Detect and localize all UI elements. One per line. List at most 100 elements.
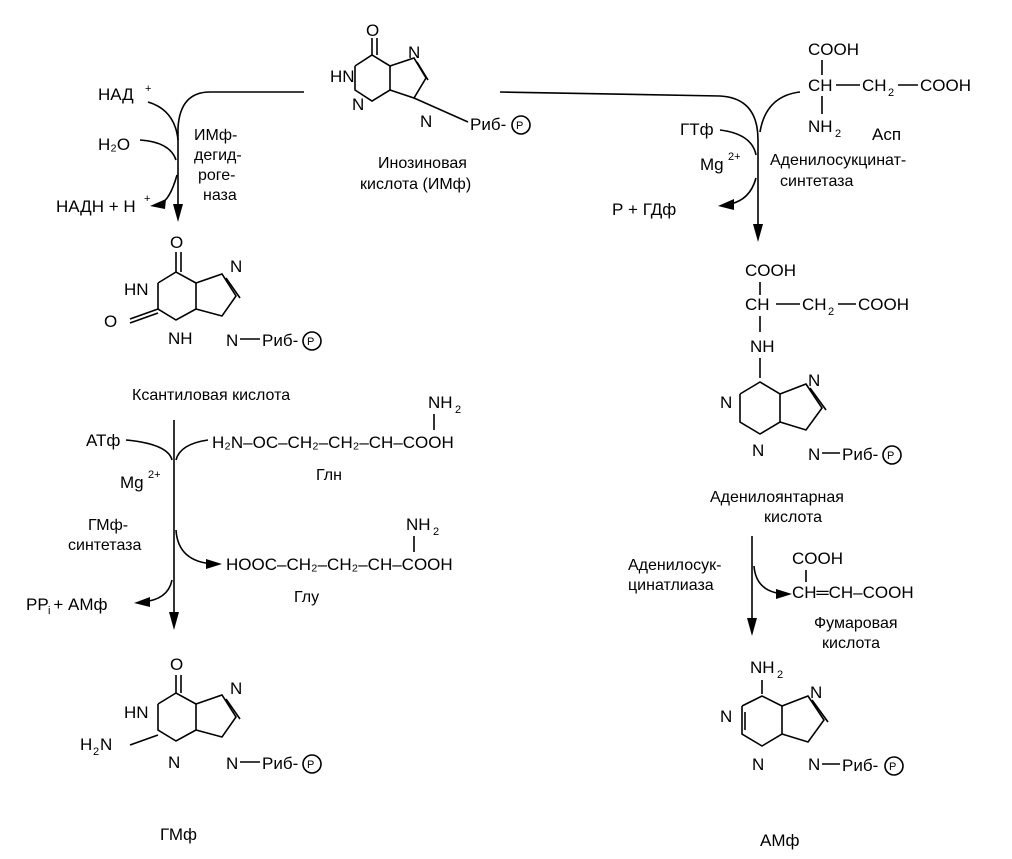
- adenylosuccinate-synthetase-2: синтетаза: [780, 173, 853, 190]
- fumarate-name-1: Фумаровая: [814, 615, 898, 632]
- imp-oxygen: O: [366, 21, 379, 40]
- imp-n3: N: [352, 95, 364, 114]
- svg-text:NH: NH: [168, 329, 193, 348]
- h2o-label: H₂O: [98, 135, 130, 154]
- svg-text:NH: NH: [808, 117, 833, 136]
- imp-hn: HN: [330, 67, 355, 86]
- adenylosuccinate-lyase-1: Аденилосук-: [628, 557, 721, 574]
- fumarate-name-2: кислота: [822, 635, 880, 652]
- gmp-synthetase-1: ГМф-: [88, 517, 128, 534]
- ppi-amp-label: РР + АМф: [26, 595, 108, 614]
- adenylosuccinate-name-1: Аденилоянтарная: [710, 489, 844, 506]
- imp-rib: Риб-: [470, 115, 506, 134]
- imp-n9: N: [420, 112, 432, 131]
- adenylosuccinate-synthetase-1: Аденилосукцинат-: [770, 152, 906, 169]
- glu-label: Глу: [294, 589, 319, 606]
- svg-text:2+: 2+: [728, 151, 741, 163]
- imp-dehydrogenase-2: дегид-: [194, 147, 242, 164]
- imp-name-1: Инозиновая: [378, 155, 467, 172]
- svg-text:2: 2: [888, 87, 894, 99]
- glutamate-structure: NH 2 HOOC–CH₂–CH₂–CH–COOH Глу: [226, 515, 453, 606]
- imp-structure: O HN N N N Риб- Р Инозиновая кислота (ИМ…: [330, 21, 531, 193]
- imp-to-xmp-arrow: [177, 91, 304, 212]
- svg-text:CH: CH: [862, 76, 887, 95]
- phosphate-icon: [511, 115, 531, 135]
- svg-text:Риб-: Риб-: [842, 756, 878, 775]
- svg-text:Риб-: Риб-: [262, 754, 298, 773]
- phosphate-icon: [882, 445, 902, 465]
- adenylosuccinate-name-2: кислота: [764, 509, 822, 526]
- asp-label: Асп: [872, 125, 901, 144]
- svg-text:NH: NH: [750, 337, 775, 356]
- svg-text:N: N: [100, 735, 112, 754]
- svg-text:HN: HN: [124, 703, 149, 722]
- imp-n7: N: [408, 43, 420, 62]
- svg-text:CH: CH: [802, 295, 827, 314]
- imp-to-adenylosuccinate-arrow: [499, 91, 759, 232]
- glu-formula: HOOC–CH₂–CH₂–CH–COOH: [226, 555, 453, 574]
- svg-text:NH: NH: [406, 515, 431, 534]
- glutamine-structure: NH 2 H₂N–OC–CH₂–CH₂–CH–COOH Глн: [212, 393, 461, 484]
- svg-text:Риб-: Риб-: [262, 331, 298, 350]
- svg-text:COOH: COOH: [858, 295, 909, 314]
- svg-text:N: N: [168, 753, 180, 772]
- imp-dehydrogenase-3: роге-: [198, 167, 236, 184]
- svg-text:HN: HN: [124, 280, 149, 299]
- svg-text:N: N: [720, 393, 732, 412]
- gmp-synthetase-2: синтетаза: [68, 537, 141, 554]
- svg-text:i: i: [48, 605, 50, 617]
- gmp-structure: O HN H 2 N N N N Риб- Р ГМф: [80, 655, 322, 844]
- phosphate-icon: [302, 754, 322, 774]
- svg-text:H: H: [80, 735, 92, 754]
- phosphate-icon: [884, 756, 904, 776]
- svg-text:2: 2: [455, 404, 461, 416]
- mg-left-label: Mg: [120, 473, 144, 492]
- svg-text:Р: Р: [307, 759, 314, 771]
- svg-text:COOH: COOH: [792, 549, 843, 568]
- svg-text:O: O: [104, 312, 117, 331]
- svg-text:2: 2: [433, 526, 439, 538]
- imp-dehydrogenase-cofactors: НАД + H₂O НАДН + Н + ИМф- дегид- роге- н…: [56, 83, 242, 216]
- fumarate-structure: COOH CH═CH–COOH Фумаровая кислота: [792, 549, 914, 652]
- svg-text:N: N: [226, 331, 238, 350]
- xmp-name: Ксантиловая кислота: [132, 387, 290, 404]
- svg-text:2: 2: [835, 128, 841, 140]
- svg-text:N: N: [752, 441, 764, 460]
- imp-dehydrogenase-1: ИМф-: [194, 127, 237, 144]
- svg-text:O: O: [170, 233, 183, 252]
- svg-text:+: +: [144, 193, 150, 205]
- adenylosuccinate-lyase-2: цинатлиаза: [628, 577, 714, 594]
- svg-text:COOH: COOH: [920, 76, 971, 95]
- svg-text:N: N: [230, 679, 242, 698]
- aspartate-structure: COOH CH CH 2 COOH NH 2 Асп: [759, 40, 971, 144]
- svg-text:2+: 2+: [148, 469, 161, 481]
- nadh-label: НАДН + Н: [56, 197, 136, 216]
- imp-name-2: кислота (ИМф): [360, 176, 471, 193]
- svg-text:N: N: [808, 755, 820, 774]
- adenylosuccinate-synthetase-cofactors: ГТф Mg 2+ Р + ГДф Аденилосукцинат- синте…: [612, 120, 906, 219]
- svg-text:2: 2: [828, 306, 834, 318]
- mg-right-label: Mg: [700, 155, 724, 174]
- svg-text:N: N: [810, 683, 822, 702]
- svg-text:COOH: COOH: [745, 261, 796, 280]
- svg-text:N: N: [230, 257, 242, 276]
- phosphate-icon: [302, 331, 322, 351]
- svg-text:COOH: COOH: [808, 40, 859, 59]
- gmp-name: ГМф: [160, 825, 197, 844]
- svg-text:N: N: [720, 707, 732, 726]
- svg-text:NH: NH: [750, 658, 775, 677]
- gln-formula: H₂N–OC–CH₂–CH₂–CH–COOH: [212, 433, 454, 452]
- svg-text:Риб-: Риб-: [842, 445, 878, 464]
- gtp-label: ГТф: [680, 120, 714, 139]
- xmp-structure: O HN O NH N N Риб- Р Ксантиловая кислота: [104, 233, 322, 404]
- svg-text:2: 2: [93, 746, 99, 758]
- svg-text:CH: CH: [808, 76, 833, 95]
- nad-label: НАД: [98, 85, 134, 104]
- svg-text:N: N: [808, 445, 820, 464]
- amp-name: АМф: [760, 831, 800, 850]
- imp-dehydrogenase-4: наза: [203, 187, 237, 204]
- gmp-synthetase-cofactors: АТф Mg 2+ ГМф- синтетаза РР + АМф i: [26, 431, 222, 617]
- atp-label: АТф: [86, 431, 120, 450]
- gln-label: Глн: [316, 467, 342, 484]
- svg-text:N: N: [226, 754, 238, 773]
